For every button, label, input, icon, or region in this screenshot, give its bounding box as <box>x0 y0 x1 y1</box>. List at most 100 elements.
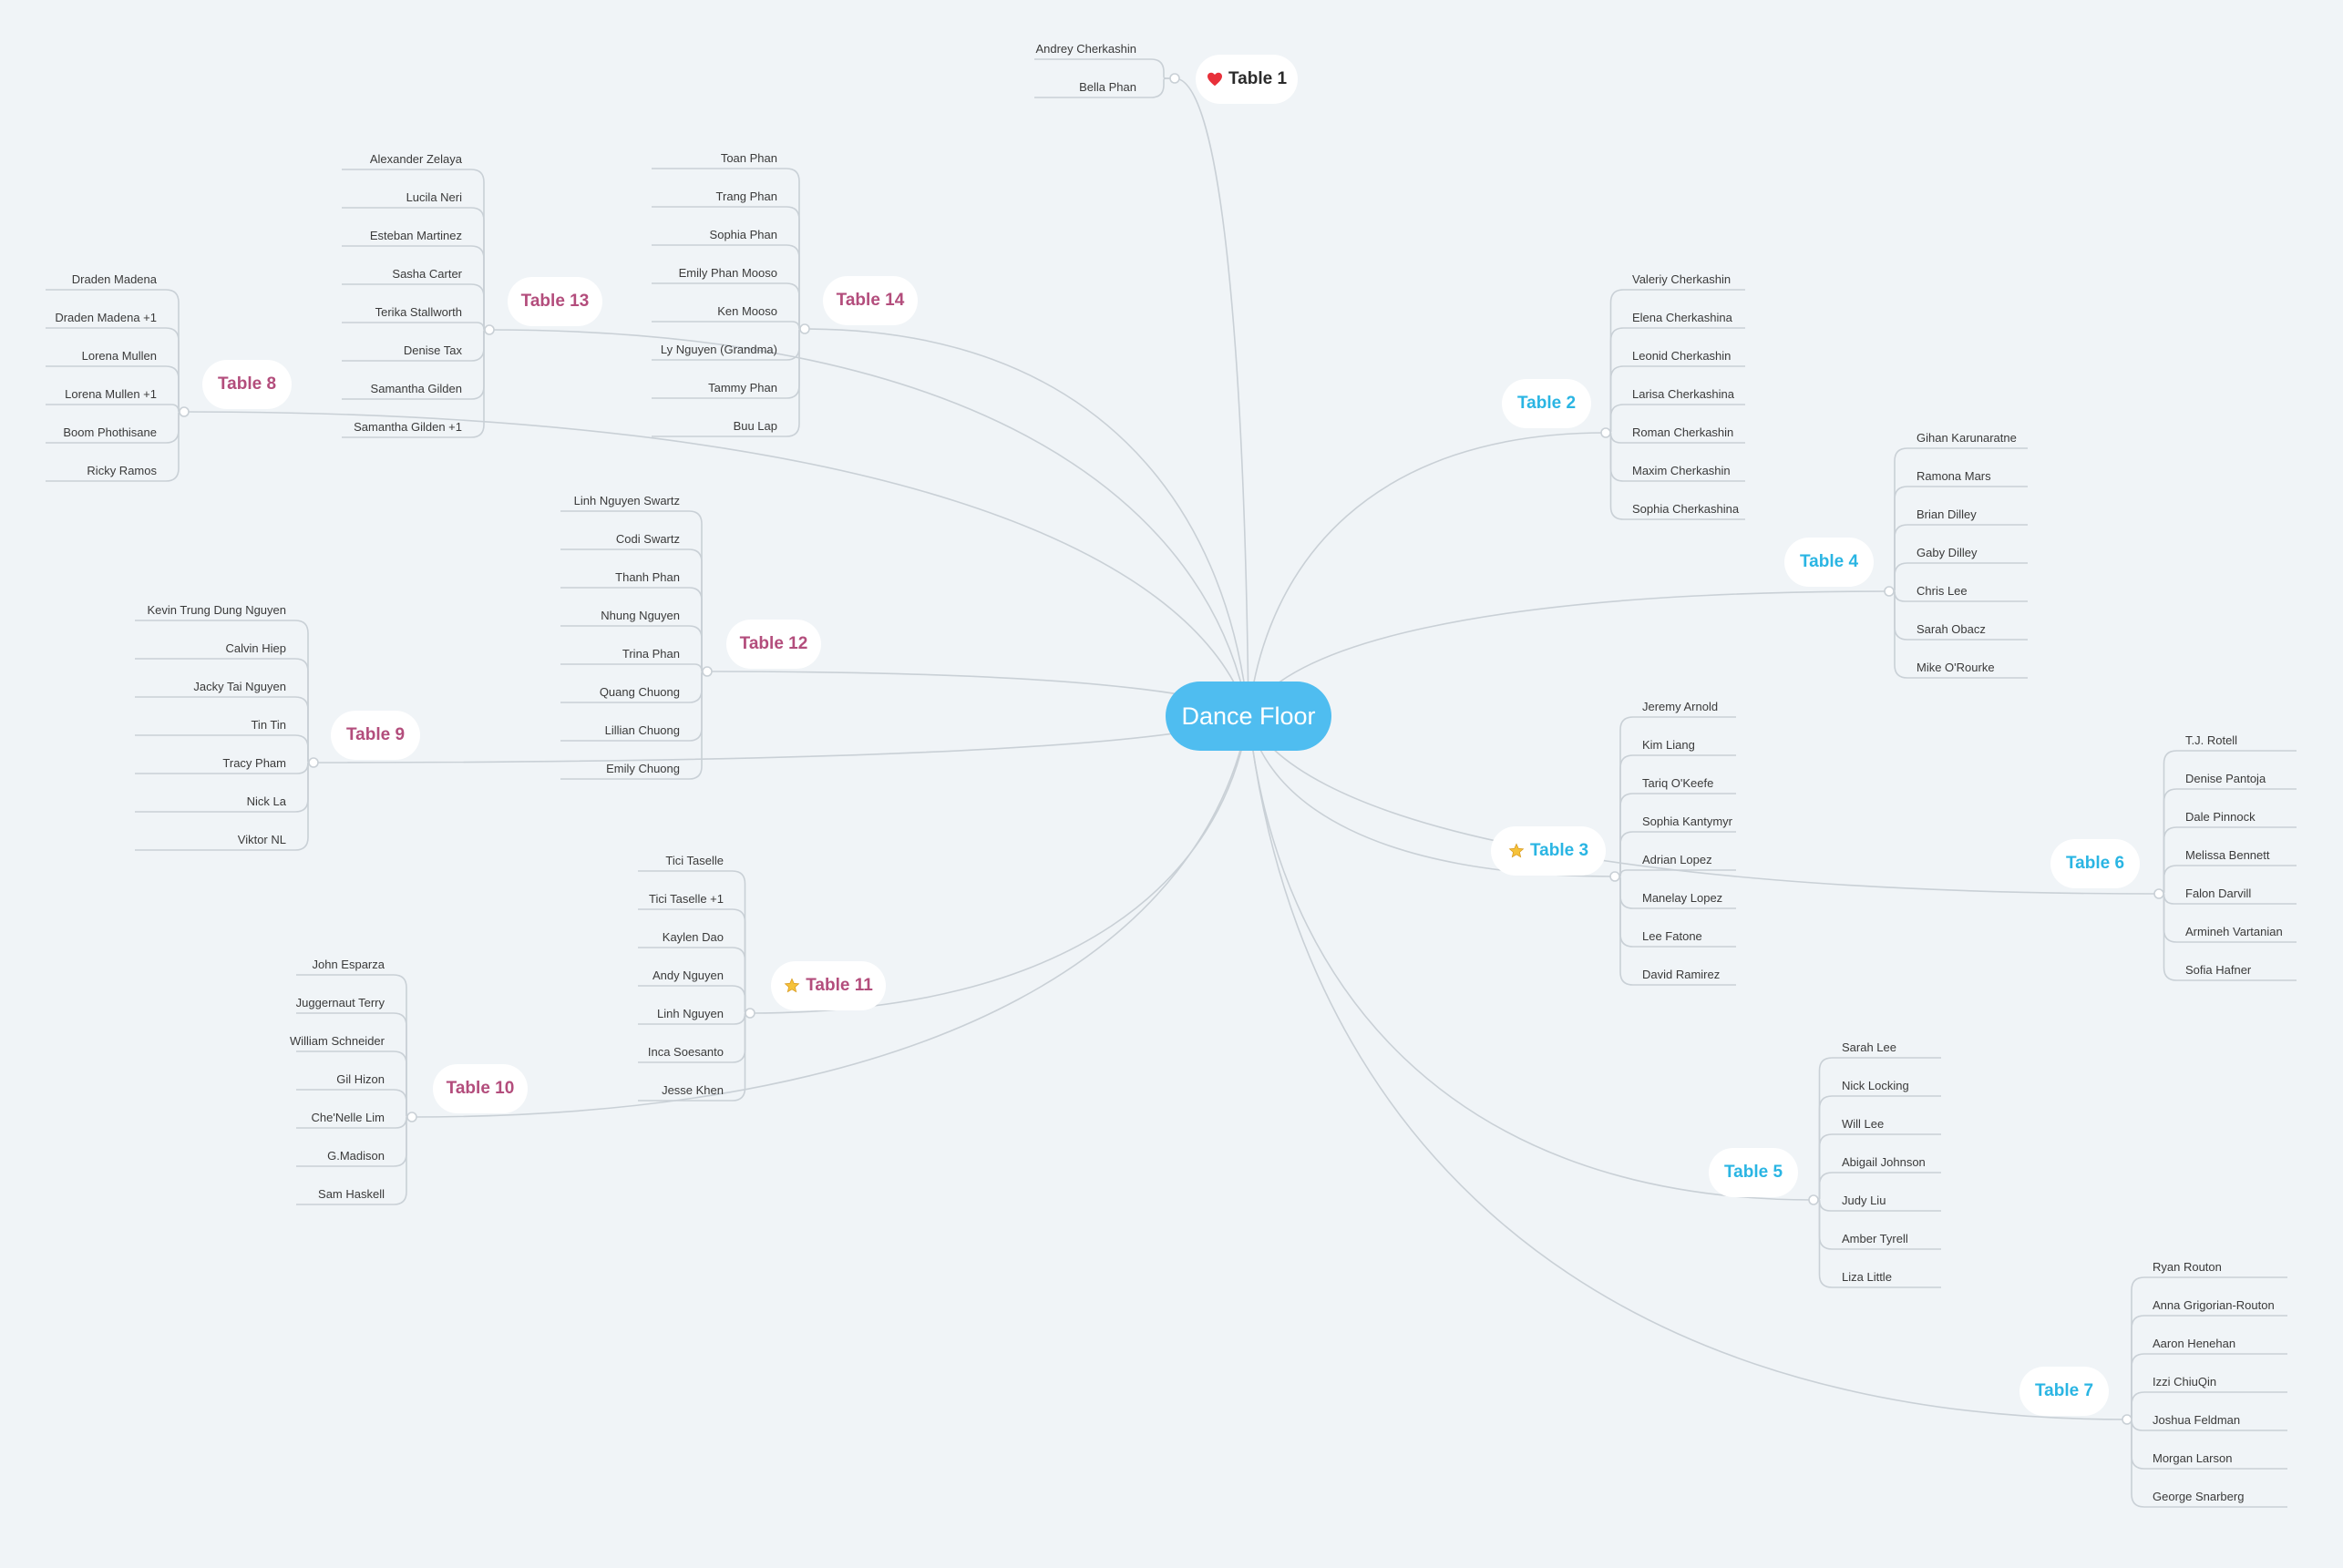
guest-name[interactable]: Andy Nguyen <box>652 968 724 982</box>
guest-name[interactable]: Thanh Phan <box>615 570 680 584</box>
guest-name[interactable]: Kevin Trung Dung Nguyen <box>147 603 286 617</box>
junction-table-12[interactable] <box>702 666 713 677</box>
guest-name[interactable]: Linh Nguyen <box>657 1007 724 1020</box>
center-node-dance-floor[interactable]: Dance Floor <box>1166 682 1331 751</box>
guest-name[interactable]: Ly Nguyen (Grandma) <box>660 343 777 356</box>
guest-name[interactable]: Tici Taselle <box>665 854 724 867</box>
table-node-table-1[interactable]: Table 1 <box>1196 55 1298 104</box>
guest-name[interactable]: Kim Liang <box>1642 738 1695 752</box>
guest-name[interactable]: Inca Soesanto <box>647 1045 724 1059</box>
guest-name[interactable]: Denise Pantoja <box>2185 772 2266 785</box>
junction-table-3[interactable] <box>1609 871 1620 882</box>
guest-name[interactable]: Larisa Cherkashina <box>1632 387 1735 401</box>
guest-name[interactable]: Chris Lee <box>1917 584 1968 598</box>
guest-name[interactable]: Ryan Routon <box>2153 1260 2222 1274</box>
guest-name[interactable]: Samantha Gilden <box>370 382 462 395</box>
guest-name[interactable]: Izzi ChiuQin <box>2153 1375 2217 1389</box>
guest-name[interactable]: Quang Chuong <box>599 685 680 699</box>
table-node-table-12[interactable]: Table 12 <box>726 620 821 669</box>
junction-table-2[interactable] <box>1600 427 1611 438</box>
guest-name[interactable]: Mike O'Rourke <box>1917 661 1995 674</box>
guest-name[interactable]: G.Madison <box>327 1149 385 1163</box>
guest-name[interactable]: Morgan Larson <box>2153 1451 2233 1465</box>
table-node-table-10[interactable]: Table 10 <box>433 1064 528 1113</box>
guest-name[interactable]: Sarah Obacz <box>1917 622 1986 636</box>
guest-name[interactable]: Lucila Neri <box>406 190 462 204</box>
guest-name[interactable]: Codi Swartz <box>615 532 680 546</box>
guest-name[interactable]: Valeriy Cherkashin <box>1632 272 1732 286</box>
guest-name[interactable]: Will Lee <box>1842 1117 1885 1131</box>
guest-name[interactable]: Liza Little <box>1842 1270 1892 1284</box>
guest-name[interactable]: George Snarberg <box>2153 1490 2245 1503</box>
guest-name[interactable]: Linh Nguyen Swartz <box>573 494 680 507</box>
guest-name[interactable]: Elena Cherkashina <box>1632 311 1732 324</box>
junction-table-7[interactable] <box>2122 1414 2132 1425</box>
guest-name[interactable]: Sophia Kantymyr <box>1642 815 1732 828</box>
guest-name[interactable]: Ramona Mars <box>1917 469 1991 483</box>
guest-name[interactable]: Lee Fatone <box>1642 929 1702 943</box>
guest-name[interactable]: Jesse Khen <box>662 1083 724 1097</box>
guest-name[interactable]: Maxim Cherkashin <box>1632 464 1731 477</box>
guest-name[interactable]: Leonid Cherkashin <box>1632 349 1732 363</box>
guest-name[interactable]: Juggernaut Terry <box>295 996 385 1009</box>
guest-name[interactable]: Aaron Henehan <box>2153 1337 2236 1350</box>
guest-name[interactable]: Tin Tin <box>251 718 286 732</box>
guest-name[interactable]: T.J. Rotell <box>2185 733 2238 747</box>
junction-table-5[interactable] <box>1808 1194 1819 1205</box>
table-node-table-3[interactable]: Table 3 <box>1491 826 1606 876</box>
junction-table-14[interactable] <box>799 323 810 334</box>
guest-name[interactable]: Melissa Bennett <box>2185 848 2270 862</box>
junction-table-13[interactable] <box>484 324 495 335</box>
guest-name[interactable]: Brian Dilley <box>1917 507 1977 521</box>
guest-name[interactable]: Sasha Carter <box>392 267 462 281</box>
guest-name[interactable]: Armineh Vartanian <box>2185 925 2283 938</box>
guest-name[interactable]: Esteban Martinez <box>369 229 462 242</box>
guest-name[interactable]: Roman Cherkashin <box>1632 425 1734 439</box>
guest-name[interactable]: Boom Phothisane <box>63 425 157 439</box>
guest-name[interactable]: Emily Phan Mooso <box>678 266 777 280</box>
guest-name[interactable]: Jacky Tai Nguyen <box>193 680 286 693</box>
guest-name[interactable]: Bella Phan <box>1079 80 1136 94</box>
guest-name[interactable]: Che'Nelle Lim <box>311 1111 385 1124</box>
guest-name[interactable]: David Ramirez <box>1642 968 1721 981</box>
guest-name[interactable]: Gaby Dilley <box>1917 546 1978 559</box>
guest-name[interactable]: Lorena Mullen +1 <box>65 387 157 401</box>
guest-name[interactable]: Gihan Karunaratne <box>1917 431 2017 445</box>
junction-table-11[interactable] <box>745 1008 755 1019</box>
table-node-table-14[interactable]: Table 14 <box>823 276 918 325</box>
junction-table-9[interactable] <box>308 757 319 768</box>
guest-name[interactable]: Denise Tax <box>403 343 462 357</box>
guest-name[interactable]: Abigail Johnson <box>1842 1155 1926 1169</box>
guest-name[interactable]: Amber Tyrell <box>1842 1232 1908 1245</box>
guest-name[interactable]: Nick La <box>246 794 286 808</box>
guest-name[interactable]: Toan Phan <box>720 151 777 165</box>
guest-name[interactable]: Tariq O'Keefe <box>1642 776 1714 790</box>
guest-name[interactable]: Judy Liu <box>1842 1194 1886 1207</box>
guest-name[interactable]: Joshua Feldman <box>2153 1413 2241 1427</box>
guest-name[interactable]: Lorena Mullen <box>81 349 157 363</box>
table-node-table-5[interactable]: Table 5 <box>1709 1148 1798 1197</box>
guest-name[interactable]: Alexander Zelaya <box>369 152 462 166</box>
table-node-table-4[interactable]: Table 4 <box>1784 538 1874 587</box>
junction-table-4[interactable] <box>1884 586 1895 597</box>
guest-name[interactable]: Sofia Hafner <box>2185 963 2252 977</box>
guest-name[interactable]: Viktor NL <box>237 833 286 846</box>
guest-name[interactable]: Sam Haskell <box>318 1187 385 1201</box>
guest-name[interactable]: Dale Pinnock <box>2185 810 2256 824</box>
guest-name[interactable]: Ricky Ramos <box>87 464 157 477</box>
guest-name[interactable]: Falon Darvill <box>2185 886 2252 900</box>
guest-name[interactable]: Sarah Lee <box>1842 1040 1896 1054</box>
guest-name[interactable]: Draden Madena +1 <box>55 311 157 324</box>
guest-name[interactable]: Anna Grigorian-Routon <box>2153 1298 2275 1312</box>
guest-name[interactable]: Sophia Cherkashina <box>1632 502 1740 516</box>
guest-name[interactable]: Andrey Cherkashin <box>1035 42 1136 56</box>
guest-name[interactable]: Sophia Phan <box>709 228 777 241</box>
table-node-table-8[interactable]: Table 8 <box>202 360 292 409</box>
guest-name[interactable]: Tici Taselle +1 <box>648 892 724 906</box>
junction-table-8[interactable] <box>179 406 190 417</box>
table-node-table-2[interactable]: Table 2 <box>1502 379 1591 428</box>
table-node-table-11[interactable]: Table 11 <box>771 961 886 1010</box>
guest-name[interactable]: Trang Phan <box>715 190 777 203</box>
guest-name[interactable]: Jeremy Arnold <box>1642 700 1719 713</box>
guest-name[interactable]: Adrian Lopez <box>1642 853 1712 866</box>
